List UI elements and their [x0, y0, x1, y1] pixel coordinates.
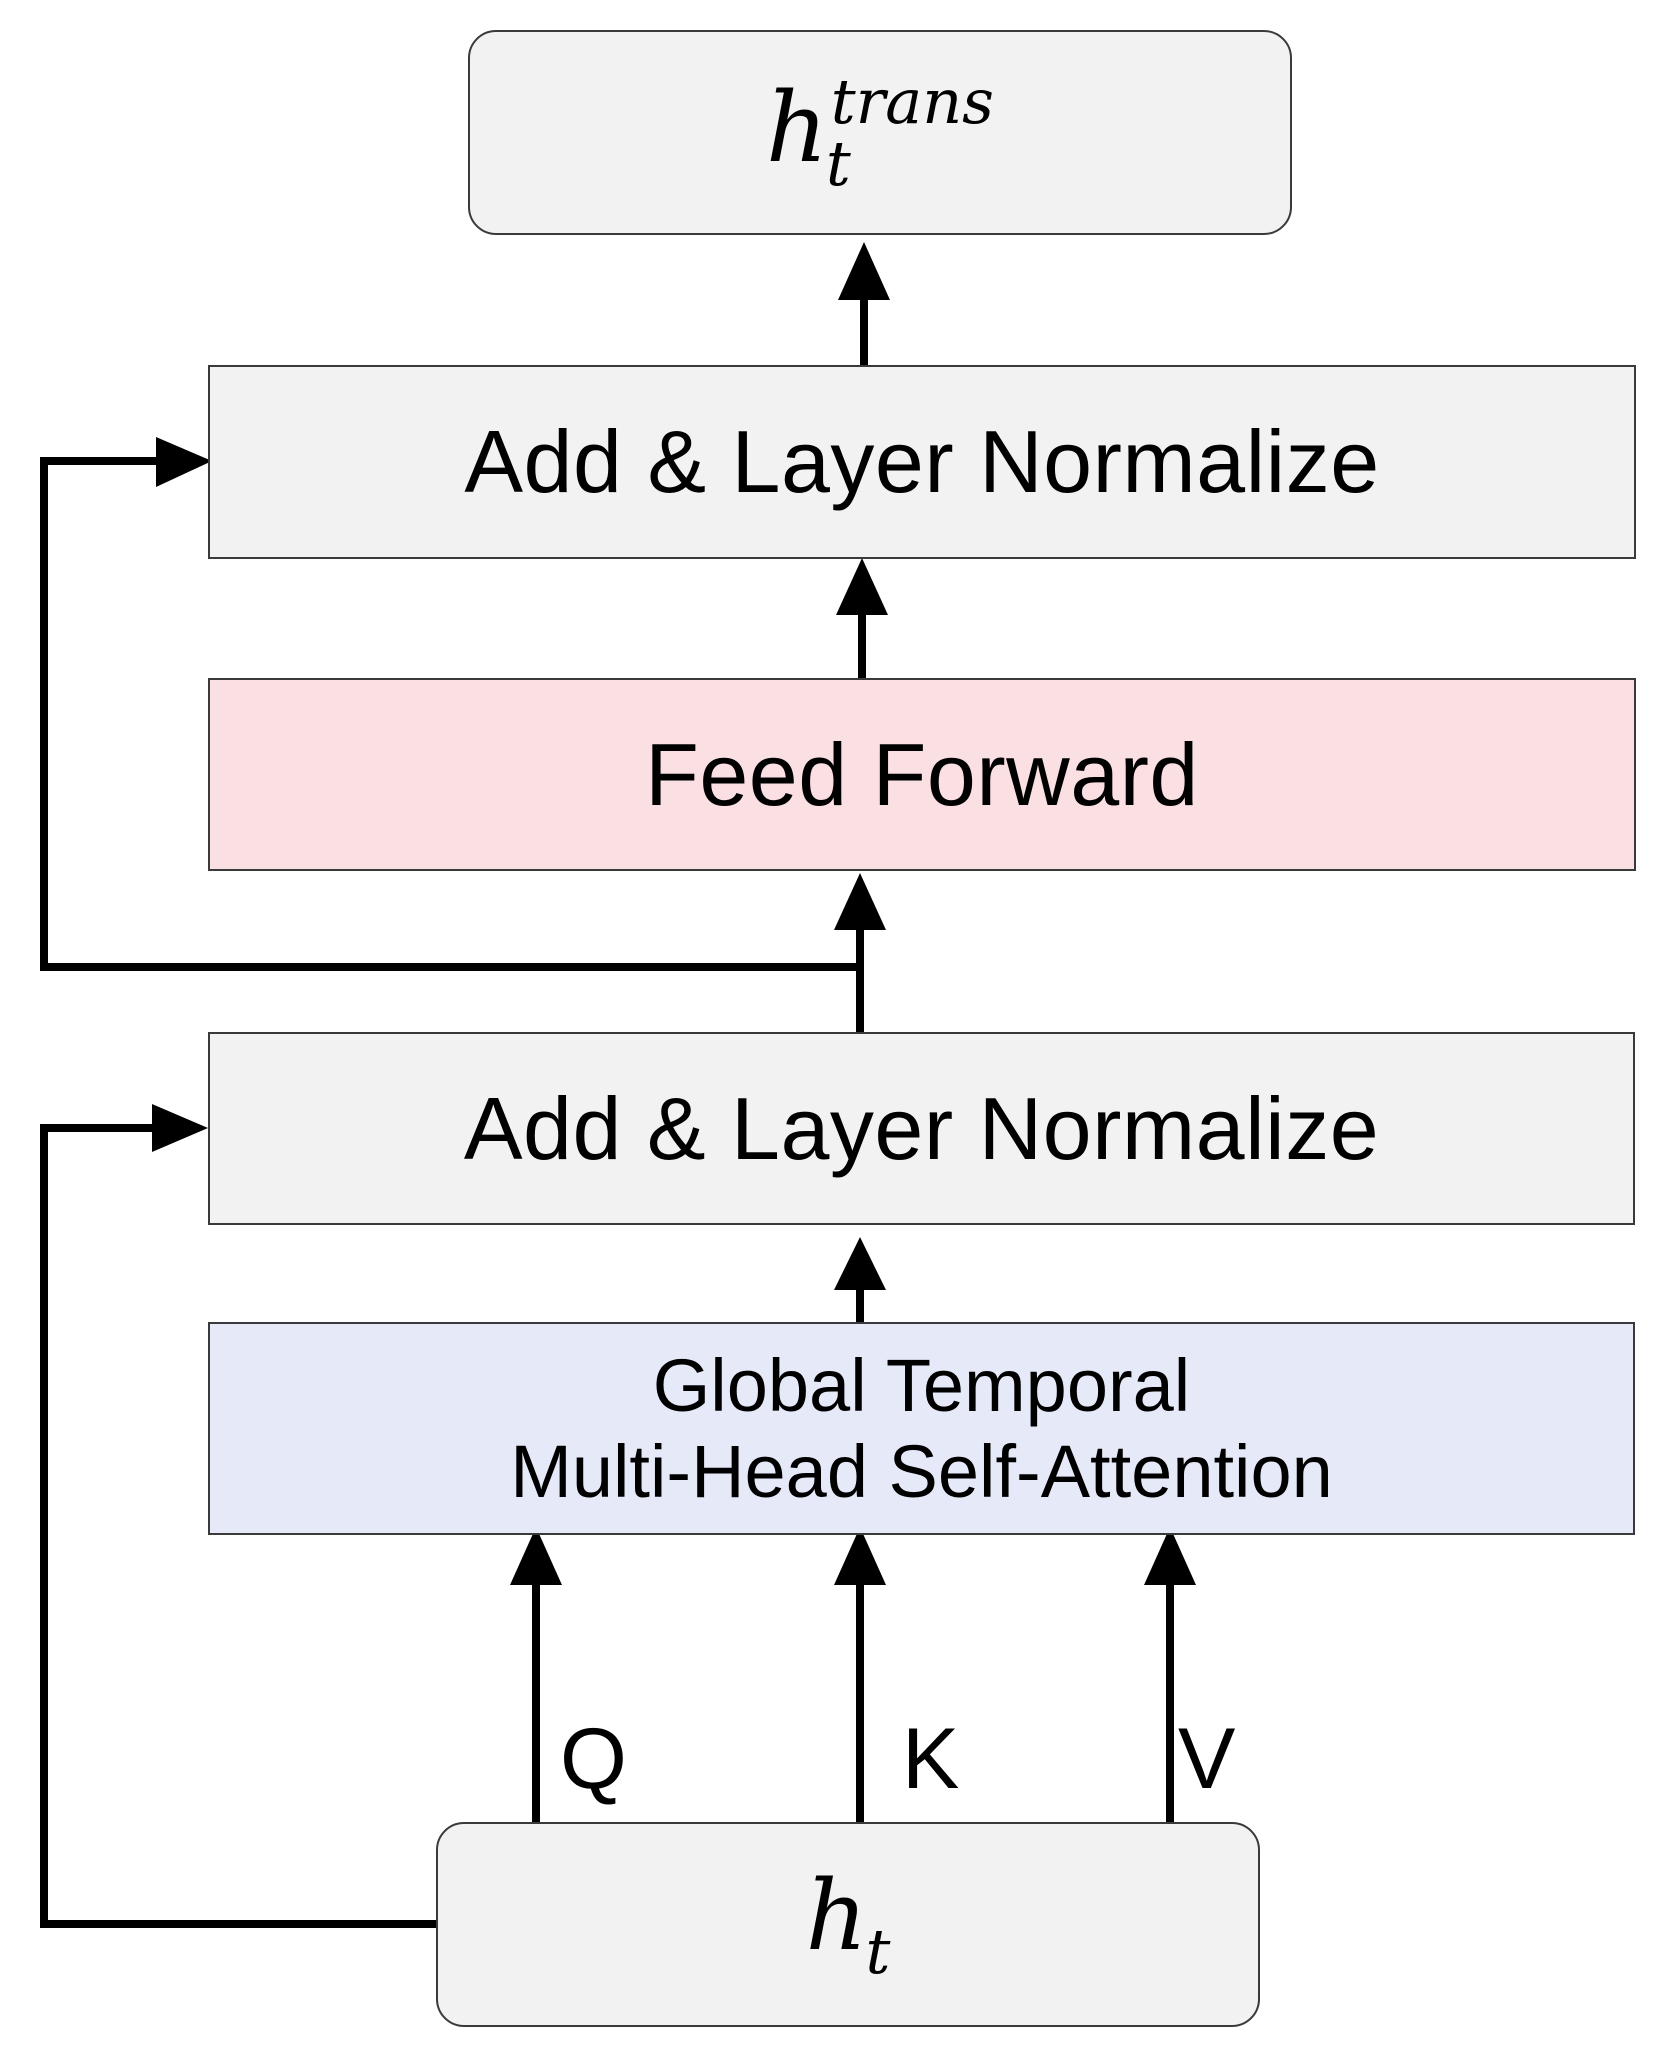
- add-layer-normalize-top: Add & Layer Normalize: [208, 365, 1636, 559]
- output-symbol: httrans: [765, 64, 994, 200]
- input-node: ht: [436, 1822, 1260, 2027]
- arrowhead-top-addnorm: [836, 558, 888, 615]
- value-label: V: [1178, 1711, 1236, 1807]
- arrowhead-residual-bottom: [152, 1104, 208, 1152]
- arrowhead-bottom-addnorm: [834, 1237, 886, 1290]
- key-label: K: [902, 1711, 960, 1807]
- arrowhead-residual-top: [156, 437, 212, 487]
- output-node: httrans: [468, 30, 1292, 235]
- global-temporal-attention-block: Global Temporal Multi-Head Self-Attentio…: [208, 1322, 1635, 1535]
- arrowhead-k: [834, 1527, 886, 1585]
- query-label: Q: [560, 1711, 627, 1807]
- attention-line-1: Global Temporal: [652, 1344, 1191, 1428]
- feed-forward-block: Feed Forward: [208, 678, 1636, 871]
- arrowhead-q: [510, 1527, 562, 1585]
- input-symbol: ht: [805, 1860, 891, 1989]
- residual-skip-bottom: [40, 1124, 436, 1928]
- arrowhead-feedforward: [834, 873, 886, 930]
- feed-forward-label: Feed Forward: [645, 724, 1199, 824]
- add-layer-normalize-bottom: Add & Layer Normalize: [208, 1032, 1635, 1225]
- arrowhead-output: [838, 242, 890, 300]
- arrowhead-v: [1144, 1527, 1196, 1585]
- attention-line-2: Multi-Head Self-Attention: [510, 1429, 1333, 1513]
- residual-skip-top: [40, 457, 860, 971]
- add-layer-normalize-bottom-label: Add & Layer Normalize: [463, 1078, 1380, 1178]
- add-layer-normalize-top-label: Add & Layer Normalize: [464, 412, 1380, 512]
